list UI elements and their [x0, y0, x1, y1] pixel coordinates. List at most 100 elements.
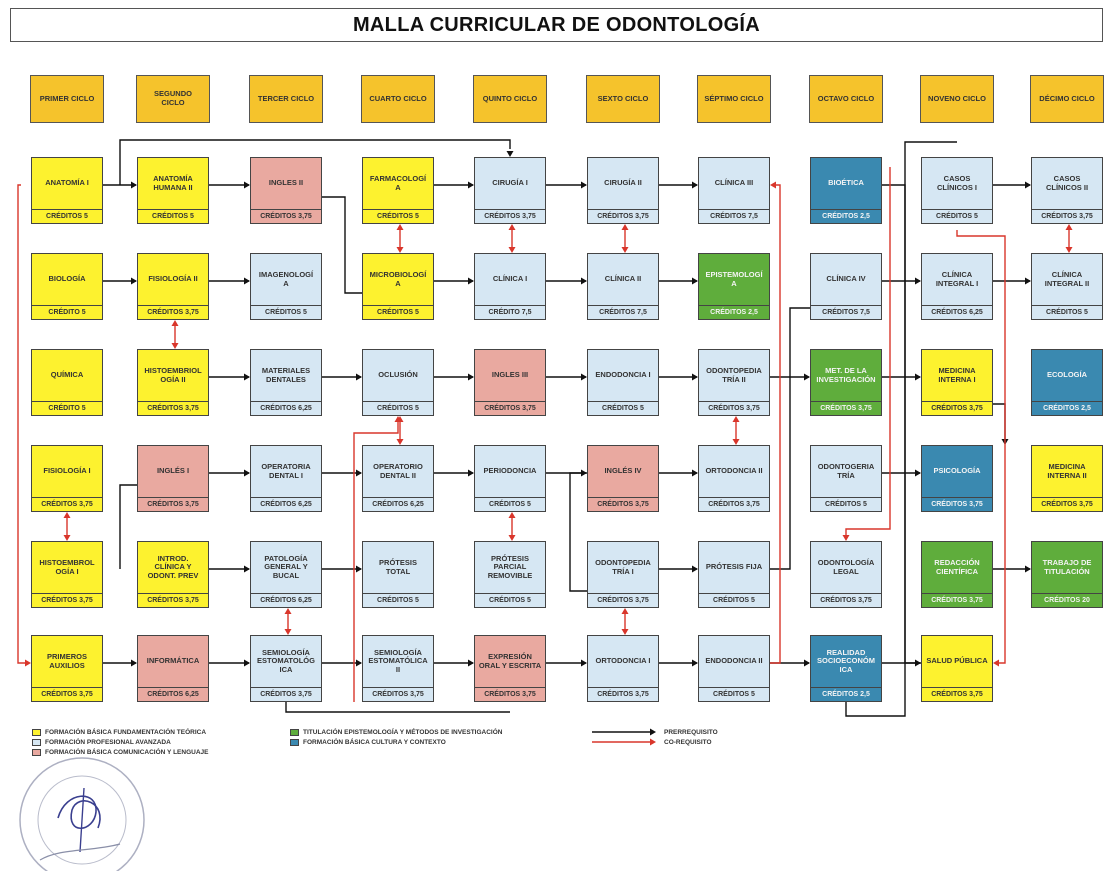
course-credits: CRÉDITOS 7,5: [699, 209, 769, 223]
connector-line: [993, 403, 1006, 439]
course-name: MATERIALES DENTALES: [261, 365, 311, 384]
arrow-head: [508, 512, 516, 518]
course-name: QUÍMICA: [50, 370, 84, 380]
course-credits: CRÉDITOS 3,75: [588, 593, 658, 607]
course-credits: CRÉDITOS 3,75: [138, 305, 208, 319]
connector-line: [119, 139, 511, 185]
cycle-header: OCTAVO CICLO: [809, 75, 883, 123]
arrow-head: [468, 659, 474, 667]
connector-line: [322, 196, 362, 294]
legend-item-corequisite: CO-REQUISITO: [592, 737, 718, 747]
course-credits: CRÉDITOS 7,5: [811, 305, 881, 319]
arrow-head: [244, 565, 250, 573]
corequisite-arrow-icon: [592, 738, 656, 746]
course-name: PSICOLOGÍA: [933, 466, 981, 476]
course-name: BIOÉTICA: [828, 178, 864, 188]
course-name: REALIDAD SOCIOECONÓM ICA: [817, 647, 875, 674]
legend-label: FORMACIÓN PROFESIONAL AVANZADA: [45, 738, 171, 746]
page-title: MALLA CURRICULAR DE ODONTOLOGÍA: [10, 8, 1103, 42]
course-name: ORTODONCIA II: [705, 466, 763, 476]
arrow-head: [804, 373, 810, 381]
arrow-head: [63, 535, 71, 541]
course-credits: CRÉDITOS 5: [699, 593, 769, 607]
course-credits: CRÉDITOS 5: [475, 497, 545, 511]
course-name: CLÍNICA INTEGRAL II: [1044, 269, 1090, 288]
course-credits: CRÉDITOS 3,75: [475, 209, 545, 223]
cycle-header: CUARTO CICLO: [361, 75, 435, 123]
course-name: CASOS CLÍNICOS II: [1045, 173, 1089, 192]
course-name: PRÓTESIS TOTAL: [379, 557, 417, 576]
arrow-head: [621, 608, 629, 614]
course-credits: CRÉDITOS 3,75: [1032, 497, 1102, 511]
arrow-head: [993, 659, 999, 667]
arrow-head: [244, 469, 250, 477]
arrow-head: [581, 181, 587, 189]
course-credits: CRÉDITOS 5: [811, 497, 881, 511]
legend-item-prerequisite: PRERREQUISITO: [592, 727, 718, 737]
course-name: PRIMEROS AUXILIOS: [46, 651, 87, 670]
course-credits: CRÉDITOS 3,75: [32, 497, 102, 511]
arrow-head: [1025, 181, 1031, 189]
course-name: HISTOEMBROL OGÍA I: [39, 557, 95, 576]
legend-label: FORMACIÓN BÁSICA COMUNICACIÓN Y LENGUAJE: [45, 748, 209, 756]
course-credits: CRÉDITOS 3,75: [1032, 209, 1102, 223]
arrow-head: [63, 512, 71, 518]
course-credits: CRÉDITOS 5: [363, 209, 433, 223]
legend-swatch: [290, 738, 299, 746]
course-name: CASOS CLÍNICOS I: [936, 173, 977, 192]
course-credits: CRÉDITOS 5: [138, 209, 208, 223]
course-name: CLÍNICA I: [492, 274, 528, 284]
arrow-head: [692, 373, 698, 381]
connector-line: [119, 484, 137, 569]
course-name: HISTOEMBRIOL OGÍA II: [144, 365, 202, 384]
course-card: IMAGENOLOGÍ A CRÉDITOS 5: [250, 253, 322, 320]
course-name: ANATOMÍA HUMANA II: [153, 173, 193, 192]
course-card: CIRUGÍA I CRÉDITOS 3,75: [474, 157, 546, 224]
course-credits: CRÉDITOS 5: [251, 305, 321, 319]
arrow-head: [131, 277, 137, 285]
course-credits: CRÉDITOS 3,75: [811, 593, 881, 607]
arrow-head: [770, 181, 776, 189]
arrow-head: [284, 608, 292, 614]
course-card: PRÓTESIS FIJA CRÉDITOS 5: [698, 541, 770, 608]
course-name: OPERATORIO DENTAL II: [373, 461, 423, 480]
course-credits: CRÉDITOS 3,75: [138, 401, 208, 415]
legend-swatch: [32, 738, 41, 746]
course-name: PRÓTESIS FIJA: [705, 562, 763, 572]
course-name: ODONTOLOGÍA LEGAL: [817, 557, 875, 576]
legend-item-titulacion: TITULACIÓN EPISTEMOLOGÍA Y MÉTODOS DE IN…: [290, 727, 502, 737]
connector-line: [845, 141, 957, 717]
course-name: CIRUGÍA II: [604, 178, 642, 188]
course-name: CIRUGÍA I: [492, 178, 528, 188]
arrow-head: [1025, 277, 1031, 285]
course-credits: CRÉDITOS 5: [363, 305, 433, 319]
course-name: CLÍNICA INTEGRAL I: [935, 269, 979, 288]
connector-line: [882, 184, 921, 664]
cycle-header: DÉCIMO CICLO: [1030, 75, 1104, 123]
course-credits: CRÉDITOS 3,75: [138, 593, 208, 607]
course-credits: CRÉDITOS 3,75: [251, 209, 321, 223]
connector-line: [285, 702, 510, 713]
course-name: IMAGENOLOGÍ A: [258, 269, 314, 288]
arrow-head: [508, 224, 516, 230]
course-name: BIOLOGÍA: [48, 274, 86, 284]
connector-line: [770, 307, 810, 570]
course-credits: CRÉDITOS 3,75: [363, 687, 433, 701]
legend-categories-left: FORMACIÓN BÁSICA FUNDAMENTACIÓN TEÓRICA …: [32, 727, 208, 757]
arrow-head: [915, 373, 921, 381]
